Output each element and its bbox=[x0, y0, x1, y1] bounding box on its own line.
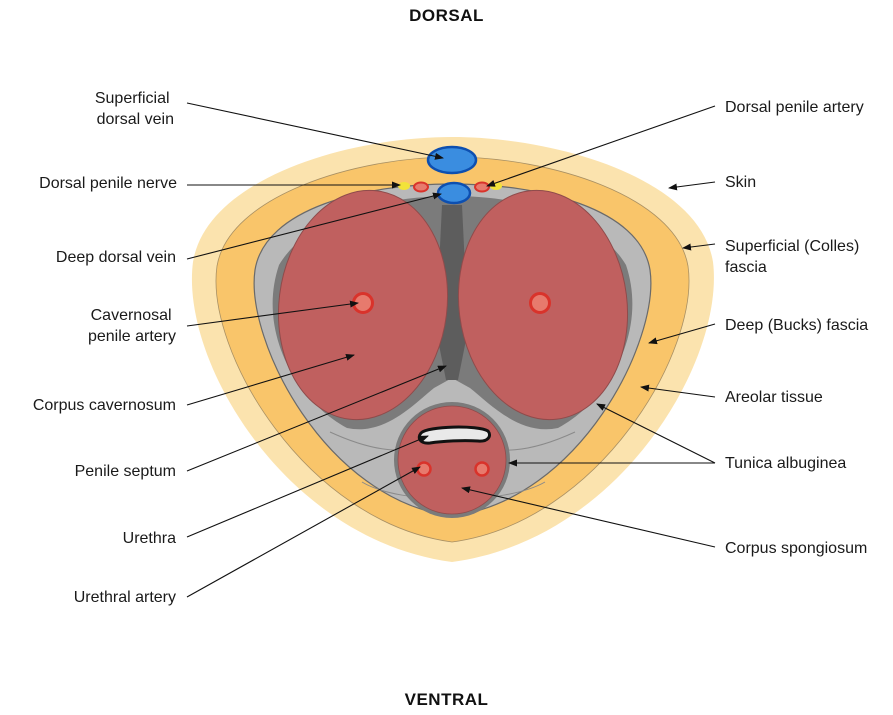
dorsal-artery-right bbox=[475, 183, 489, 192]
label-urethral-artery: Urethral artery bbox=[74, 589, 176, 606]
label-colles-line1: Superficial (Colles) bbox=[725, 238, 859, 255]
label-colles-line2: fascia bbox=[725, 259, 767, 276]
label-tunica-albuginea: Tunica albuginea bbox=[725, 455, 846, 472]
label-superficial-dorsal-vein-line1: Superficial bbox=[95, 90, 170, 107]
label-dorsal-penile-artery: Dorsal penile artery bbox=[725, 99, 864, 116]
label-urethra: Urethra bbox=[123, 530, 176, 547]
label-corpus-cavernosum: Corpus cavernosum bbox=[33, 397, 176, 414]
dorsal-nerve-left bbox=[398, 182, 410, 190]
label-dorsal-penile-nerve: Dorsal penile nerve bbox=[39, 175, 177, 192]
label-penile-septum: Penile septum bbox=[75, 463, 176, 480]
label-deep-bucks-fascia: Deep (Bucks) fascia bbox=[725, 317, 868, 334]
leader-superficial-dorsal-vein bbox=[187, 103, 443, 158]
label-cavernosal-line1: Cavernosal bbox=[91, 307, 172, 324]
dorsal-artery-left bbox=[414, 183, 428, 192]
label-superficial-colles-fascia: Superficial (Colles) fascia bbox=[725, 238, 864, 276]
label-cavernosal-penile-artery: Cavernosal penile artery bbox=[88, 307, 176, 345]
deep-dorsal-vein bbox=[438, 183, 470, 203]
cavernosal-artery-right bbox=[531, 294, 550, 313]
urethral-artery-right bbox=[476, 463, 489, 476]
urethral-artery-left bbox=[418, 463, 431, 476]
corpus-spongiosum bbox=[398, 406, 506, 514]
label-skin: Skin bbox=[725, 174, 756, 191]
superficial-dorsal-vein bbox=[428, 147, 476, 173]
label-superficial-dorsal-vein: Superficial dorsal vein bbox=[95, 90, 174, 128]
leader-skin bbox=[669, 182, 715, 188]
label-deep-dorsal-vein: Deep dorsal vein bbox=[56, 249, 176, 266]
label-cavernosal-line2: penile artery bbox=[88, 328, 176, 345]
label-corpus-spongiosum: Corpus spongiosum bbox=[725, 540, 867, 557]
label-superficial-dorsal-vein-line2: dorsal vein bbox=[97, 111, 174, 128]
urethra bbox=[419, 427, 489, 443]
label-areolar-tissue: Areolar tissue bbox=[725, 389, 823, 406]
